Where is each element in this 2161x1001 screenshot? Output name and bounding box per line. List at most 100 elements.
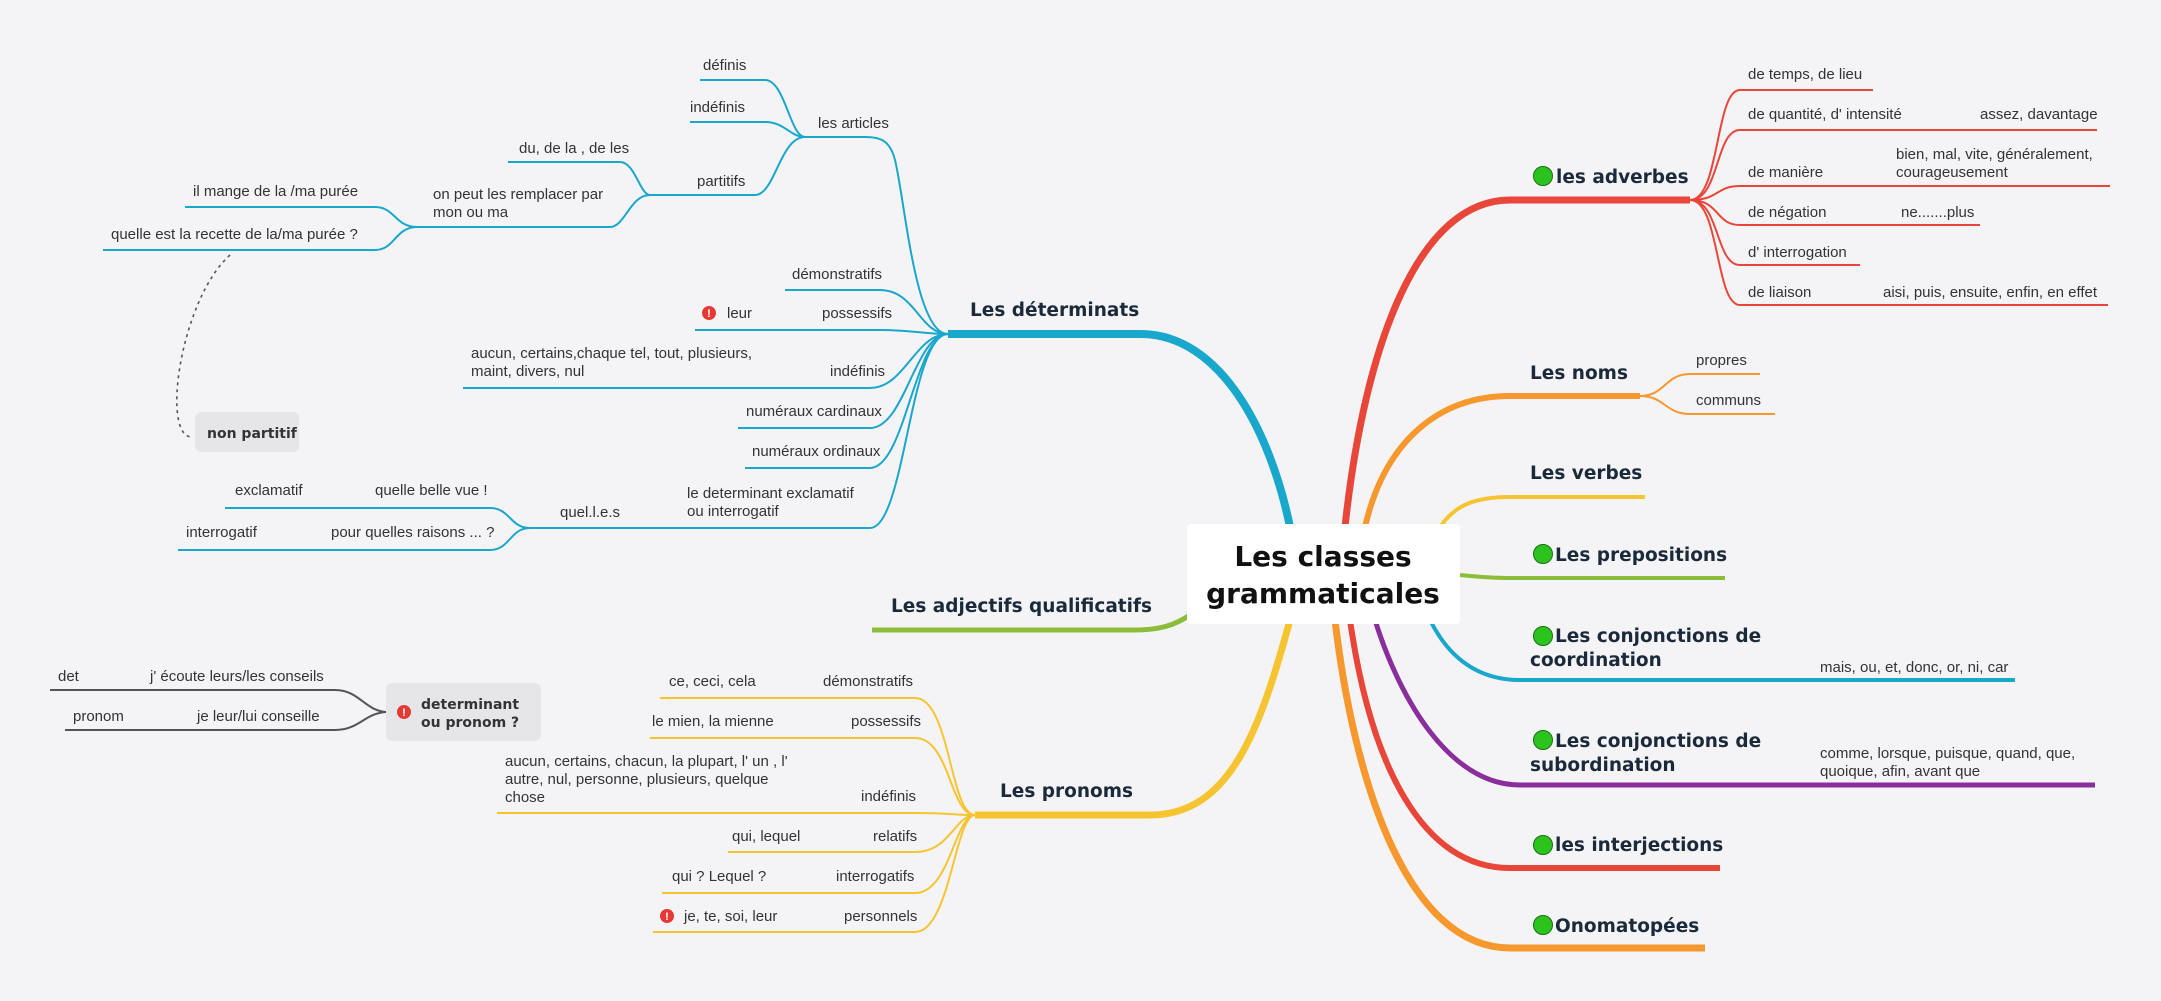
node-p-possessifs[interactable]: possessifs bbox=[851, 713, 921, 730]
subtree-adverbes bbox=[1689, 89, 2110, 306]
node-assez[interactable]: assez, davantage bbox=[1980, 106, 2098, 123]
node-remplacer-2[interactable]: mon ou ma bbox=[433, 204, 509, 221]
node-p-aucun-3[interactable]: chose bbox=[505, 789, 545, 806]
node-pronom[interactable]: pronom bbox=[73, 708, 124, 725]
node-le-mien[interactable]: le mien, la mienne bbox=[652, 713, 774, 730]
node-ne-plus[interactable]: ne.......plus bbox=[1901, 204, 1974, 221]
node-aucun-1[interactable]: aucun, certains,chaque tel, tout, plusie… bbox=[471, 345, 752, 362]
alert-icon bbox=[660, 909, 674, 923]
node-temps-lieu[interactable]: de temps, de lieu bbox=[1748, 66, 1862, 83]
subtree-determinants bbox=[103, 79, 949, 551]
node-interrogatif[interactable]: interrogatif bbox=[186, 524, 258, 541]
node-non-partitif[interactable] bbox=[195, 412, 299, 452]
node-bien-1[interactable]: bien, mal, vite, généralement, bbox=[1896, 146, 2093, 163]
node-det[interactable]: det bbox=[58, 668, 80, 685]
node-p-demonstratifs[interactable]: démonstratifs bbox=[823, 673, 913, 690]
central-node[interactable] bbox=[1187, 524, 1460, 624]
node-quel[interactable]: quel.l.e.s bbox=[560, 504, 620, 521]
central-title-line1: Les classes bbox=[1234, 540, 1411, 573]
node-liaison[interactable]: de liaison bbox=[1748, 284, 1811, 301]
status-green-icon bbox=[1533, 166, 1553, 186]
topic-noms[interactable]: Les noms bbox=[1530, 363, 1628, 384]
topic-adjectifs[interactable]: Les adjectifs qualificatifs bbox=[891, 596, 1152, 617]
node-ce-ceci[interactable]: ce, ceci, cela bbox=[669, 673, 756, 690]
label-det-ou-pronom-2: ou pronom ? bbox=[421, 715, 519, 731]
node-leur[interactable]: leur bbox=[727, 305, 752, 322]
topic-determinants[interactable]: Les déterminats bbox=[970, 300, 1139, 321]
node-subord-list-2[interactable]: quoique, afin, avant que bbox=[1820, 763, 1980, 780]
node-possessifs[interactable]: possessifs bbox=[822, 305, 892, 322]
node-propres[interactable]: propres bbox=[1696, 352, 1747, 369]
alert-icon bbox=[702, 306, 716, 320]
branch-determinants bbox=[948, 330, 1294, 528]
branch-subord bbox=[1372, 619, 2095, 788]
svg-text:!: ! bbox=[665, 911, 669, 923]
topic-coord-1[interactable]: Les conjonctions de bbox=[1555, 626, 1761, 647]
topic-coord-2[interactable]: coordination bbox=[1530, 650, 1662, 671]
label-det-ou-pronom-1: determinant bbox=[421, 697, 519, 713]
node-remplacer-1[interactable]: on peut les remplacer par bbox=[433, 186, 603, 203]
node-aucun-2[interactable]: maint, divers, nul bbox=[471, 363, 584, 380]
node-p-aucun-1[interactable]: aucun, certains, chacun, la plupart, l' … bbox=[505, 753, 788, 770]
node-ecoute[interactable]: j' écoute leurs/les conseils bbox=[149, 668, 324, 685]
node-qui-q[interactable]: qui ? Lequel ? bbox=[672, 868, 766, 885]
subtree-det-ou-pronom bbox=[50, 689, 389, 731]
node-p-aucun-2[interactable]: autre, nul, personne, plusieurs, quelque bbox=[505, 771, 769, 788]
branch-onomatopees bbox=[1331, 619, 1705, 952]
node-leur-lui[interactable]: je leur/lui conseille bbox=[196, 708, 320, 725]
node-interrogation[interactable]: d' interrogation bbox=[1748, 244, 1847, 261]
status-green-icon bbox=[1533, 835, 1553, 855]
node-il-mange[interactable]: il mange de la /ma purée bbox=[193, 183, 358, 200]
node-excl-interr-2[interactable]: ou interrogatif bbox=[687, 503, 780, 520]
topic-pronoms[interactable]: Les pronoms bbox=[1000, 781, 1133, 802]
node-exclamatif[interactable]: exclamatif bbox=[235, 482, 303, 499]
node-definis[interactable]: définis bbox=[703, 57, 746, 74]
node-recette[interactable]: quelle est la recette de la/ma purée ? bbox=[111, 226, 358, 243]
node-demonstratifs[interactable]: démonstratifs bbox=[792, 266, 882, 283]
branch-adverbes bbox=[1341, 196, 1690, 528]
topic-onomatopees[interactable]: Onomatopées bbox=[1555, 916, 1699, 937]
node-quelle-belle[interactable]: quelle belle vue ! bbox=[375, 482, 488, 499]
node-num-card[interactable]: numéraux cardinaux bbox=[746, 403, 882, 420]
node-det-ou-pronom[interactable] bbox=[386, 683, 541, 741]
node-coord-list[interactable]: mais, ou, et, donc, or, ni, car bbox=[1820, 659, 2008, 676]
branch-coord bbox=[1428, 619, 2015, 682]
label-non-partitif: non partitif bbox=[207, 426, 298, 442]
node-indefinis[interactable]: indéfinis bbox=[830, 363, 885, 380]
node-p-interrogatifs[interactable]: interrogatifs bbox=[836, 868, 914, 885]
topic-prepositions[interactable]: Les prepositions bbox=[1555, 545, 1727, 566]
topic-adverbes[interactable]: les adverbes bbox=[1556, 167, 1689, 188]
node-subord-list-1[interactable]: comme, lorsque, puisque, quand, que, bbox=[1820, 745, 2075, 762]
node-du-de-la[interactable]: du, de la , de les bbox=[519, 140, 629, 157]
node-partitifs[interactable]: partitifs bbox=[697, 173, 745, 190]
node-negation[interactable]: de négation bbox=[1748, 204, 1826, 221]
node-communs[interactable]: communs bbox=[1696, 392, 1761, 409]
node-articles[interactable]: les articles bbox=[818, 115, 889, 132]
topic-subord-1[interactable]: Les conjonctions de bbox=[1555, 731, 1761, 752]
central-title-line2: grammaticales bbox=[1206, 577, 1440, 610]
node-relatifs[interactable]: relatifs bbox=[873, 828, 917, 845]
node-pour-quelles[interactable]: pour quelles raisons ... ? bbox=[331, 524, 494, 541]
node-excl-interr-1[interactable]: le determinant exclamatif bbox=[687, 485, 855, 502]
topic-subord-2[interactable]: subordination bbox=[1530, 755, 1676, 776]
topic-verbes[interactable]: Les verbes bbox=[1530, 463, 1642, 484]
node-bien-2[interactable]: courageusement bbox=[1896, 164, 2009, 181]
node-p-indefinis[interactable]: indéfinis bbox=[861, 788, 916, 805]
node-je-te[interactable]: je, te, soi, leur bbox=[683, 908, 777, 925]
svg-text:!: ! bbox=[707, 308, 711, 320]
subtree-pronoms bbox=[497, 697, 976, 933]
branch-pronoms bbox=[975, 619, 1294, 819]
node-qui-lequel[interactable]: qui, lequel bbox=[732, 828, 800, 845]
node-num-ord[interactable]: numéraux ordinaux bbox=[752, 443, 881, 460]
alert-icon bbox=[397, 705, 411, 719]
topic-interjections[interactable]: les interjections bbox=[1555, 835, 1723, 856]
node-maniere[interactable]: de manière bbox=[1748, 164, 1823, 181]
node-indefinis-art[interactable]: indéfinis bbox=[690, 99, 745, 116]
status-green-icon bbox=[1533, 626, 1553, 646]
node-personnels[interactable]: personnels bbox=[844, 908, 917, 925]
node-aisi[interactable]: aisi, puis, ensuite, enfin, en effet bbox=[1883, 284, 2098, 301]
node-quantite[interactable]: de quantité, d' intensité bbox=[1748, 106, 1902, 123]
subtree-noms bbox=[1639, 373, 1775, 415]
svg-text:!: ! bbox=[402, 707, 406, 719]
